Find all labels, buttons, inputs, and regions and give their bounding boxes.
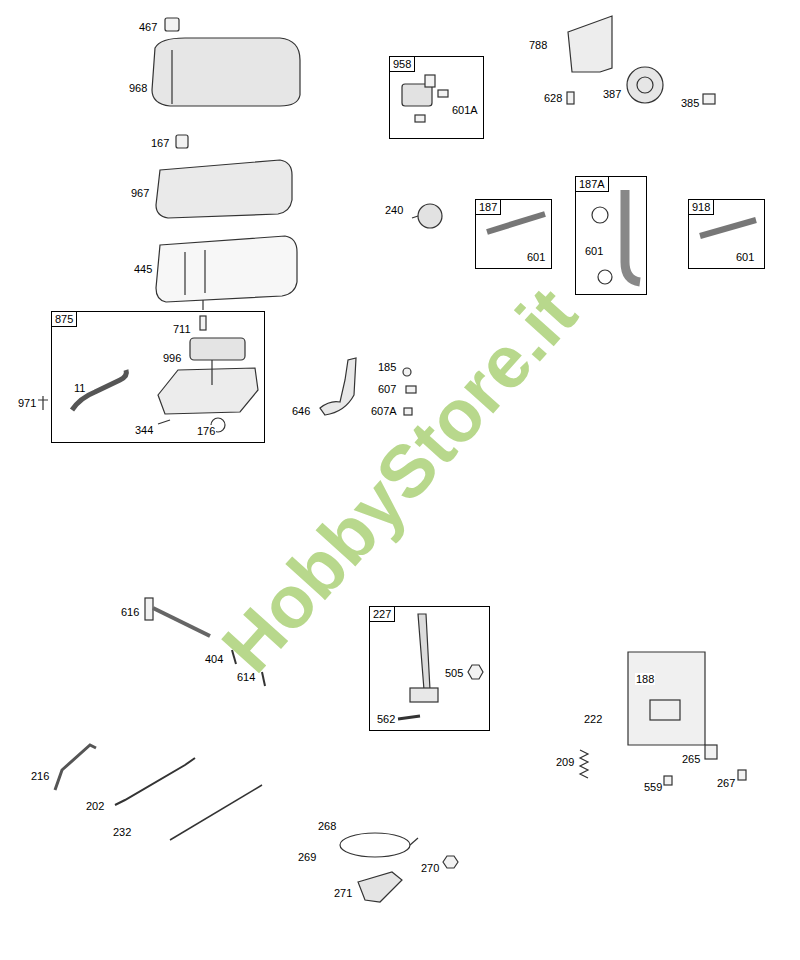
callout-number: 232	[112, 826, 132, 838]
callout-number: 269	[297, 851, 317, 863]
callout-number: 562	[376, 713, 396, 725]
callout-number: 607A	[370, 405, 398, 417]
callout-number: 270	[420, 862, 440, 874]
callout-number: 601A	[451, 104, 479, 116]
callout-number: 188	[635, 673, 655, 685]
callout-number: 167	[150, 137, 170, 149]
watermark: HobbyStore.it	[208, 273, 592, 687]
group-number: 187	[476, 200, 501, 215]
callout-number: 267	[716, 777, 736, 789]
callout-number: 559	[643, 781, 663, 793]
callout-number: 646	[291, 405, 311, 417]
callout-number: 445	[133, 263, 153, 275]
callout-number: 601	[735, 251, 755, 263]
callout-number: 601	[526, 251, 546, 263]
callout-number: 711	[172, 323, 192, 335]
callout-number: 185	[377, 361, 397, 373]
group-number: 187A	[576, 177, 609, 192]
group-number: 227	[370, 607, 395, 622]
part-group-box: 227 505 562	[369, 606, 490, 731]
group-number: 958	[390, 57, 415, 72]
part-group-box: 187A 601	[575, 176, 647, 295]
callout-number: 222	[583, 713, 603, 725]
group-number: 875	[52, 312, 77, 327]
part-group-box: 918 601	[688, 199, 765, 269]
part-group-box: 958 601A	[389, 56, 484, 139]
callout-number: 616	[120, 606, 140, 618]
callout-number: 268	[317, 820, 337, 832]
callout-number: 176	[196, 425, 216, 437]
callout-number: 387	[602, 88, 622, 100]
callout-number: 628	[543, 92, 563, 104]
callout-number: 996	[162, 352, 182, 364]
callout-number: 788	[528, 39, 548, 51]
callout-number: 968	[128, 82, 148, 94]
callout-number: 607	[377, 383, 397, 395]
callout-number: 265	[681, 753, 701, 765]
callout-number: 404	[204, 653, 224, 665]
callout-number: 967	[130, 187, 150, 199]
callout-number: 271	[333, 887, 353, 899]
callout-number: 11	[73, 382, 86, 394]
callout-number: 971	[17, 397, 37, 409]
callout-number: 209	[555, 756, 575, 768]
callout-number: 614	[236, 671, 256, 683]
callout-number: 202	[85, 800, 105, 812]
part-group-box: 187 601	[475, 199, 552, 269]
group-number: 918	[689, 200, 714, 215]
callout-number: 505	[444, 667, 464, 679]
callout-number: 344	[134, 424, 154, 436]
callout-number: 240	[384, 204, 404, 216]
callout-number: 385	[680, 97, 700, 109]
callout-number: 601	[584, 245, 604, 257]
callout-number: 216	[30, 770, 50, 782]
callout-number: 467	[138, 21, 158, 33]
part-group-box: 875 711 996 11 344 176	[51, 311, 265, 443]
